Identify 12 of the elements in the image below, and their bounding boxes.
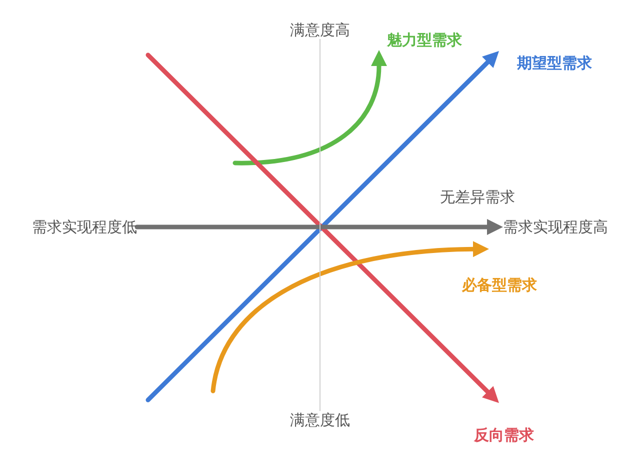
curve-label: 魅力型需求 xyxy=(387,31,462,49)
axis-label: 需求实现程度高 xyxy=(503,218,608,236)
axis-label: 需求实现程度低 xyxy=(32,218,137,236)
curved-arrow xyxy=(232,50,387,166)
arrow xyxy=(134,219,503,235)
edge-label: 无差异需求 xyxy=(440,188,515,206)
curve-label: 期望型需求 xyxy=(517,54,592,72)
curved-arrow xyxy=(210,241,489,394)
curve-label: 必备型需求 xyxy=(462,276,537,294)
axis-label: 满意度低 xyxy=(290,411,350,429)
curve-label: 反向需求 xyxy=(474,426,534,444)
axis-label: 满意度高 xyxy=(290,21,350,39)
